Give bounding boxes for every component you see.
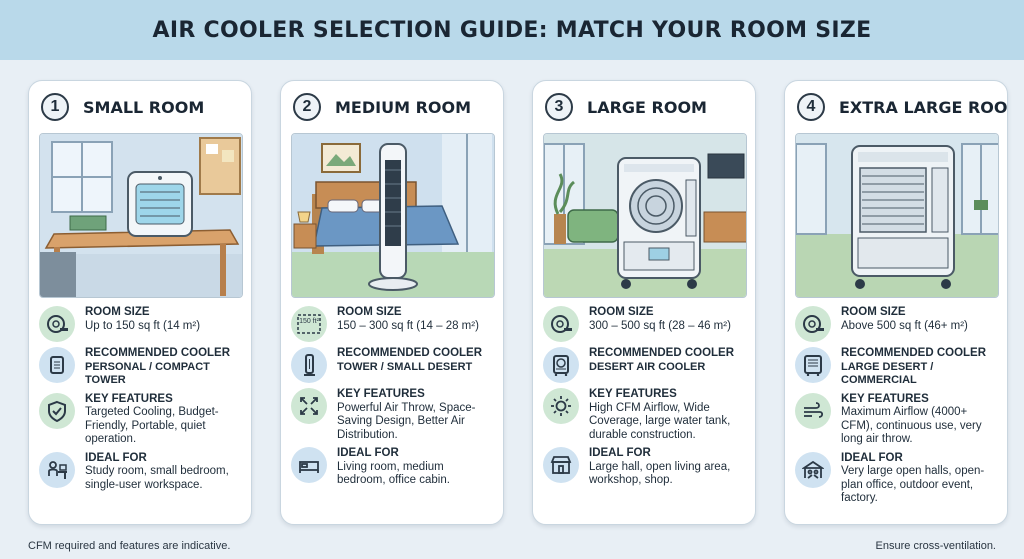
- ideal-value: Study room, small bedroom, single-user w…: [85, 465, 229, 491]
- card-medium-room: 2 MEDIUM ROOM: [280, 80, 504, 525]
- room-size-label: ROOM SIZE: [85, 306, 150, 318]
- ideal-label: IDEAL FOR: [337, 447, 399, 459]
- recommended-row: RECOMMENDED COOLER LARGE DESERT / COMMER…: [795, 347, 997, 388]
- shop-front-icon: [543, 447, 579, 483]
- features-label: KEY FEATURES: [337, 388, 425, 400]
- ideal-row: IDEAL FOR Living room, medium bedroom, o…: [291, 447, 493, 488]
- room-size-label: ROOM SIZE: [589, 306, 654, 318]
- sun-burst-icon: [543, 388, 579, 424]
- title-bar: AIR COOLER SELECTION GUIDE: MATCH YOUR R…: [0, 0, 1024, 60]
- features-row: KEY FEATURES Targeted Cooling, Budget-Fr…: [39, 392, 241, 447]
- recommended-value: PERSONAL / COMPACT TOWER: [85, 360, 210, 387]
- room-size-row: 150 ft² ROOM SIZE 150 – 300 sq ft (14 – …: [291, 306, 493, 342]
- card-number: 1: [41, 93, 69, 121]
- large-room-illustration: [543, 133, 747, 298]
- room-size-row: ROOM SIZE Up to 150 sq ft (14 m²): [39, 306, 241, 342]
- ideal-value: Living room, medium bedroom, office cabi…: [337, 460, 450, 487]
- room-size-value: 150 – 300 sq ft (14 – 28 m²): [337, 319, 479, 332]
- medium-room-illustration: [291, 133, 495, 298]
- recommended-value: LARGE DESERT / COMMERCIAL: [841, 360, 934, 387]
- features-value: Powerful Air Throw, Space-Saving Design,…: [337, 401, 476, 441]
- room-size-value: Above 500 sq ft (46+ m²): [841, 319, 968, 332]
- recommended-label: RECOMMENDED COOLER: [841, 347, 987, 359]
- recommended-value: DESERT AIR COOLER: [589, 360, 706, 373]
- recommended-label: RECOMMENDED COOLER: [337, 347, 483, 359]
- recommended-row: RECOMMENDED COOLER TOWER / SMALL DESERT: [291, 347, 493, 383]
- area-frame-icon: 150 ft²: [291, 306, 327, 342]
- features-label: KEY FEATURES: [85, 392, 173, 405]
- recommended-value: TOWER / SMALL DESERT: [337, 360, 473, 373]
- small-room-illustration: [39, 133, 243, 298]
- room-size-value: 300 – 500 sq ft (28 – 46 m²): [589, 319, 731, 332]
- card-small-room: 1 SMALL ROOM: [28, 80, 252, 525]
- room-size-label: ROOM SIZE: [841, 306, 906, 318]
- room-size-label: ROOM SIZE: [337, 306, 402, 318]
- desert-cooler-icon: [543, 347, 579, 383]
- ideal-row: IDEAL FOR Very large open halls, open-pl…: [795, 451, 997, 506]
- ideal-row: IDEAL FOR Study room, small bedroom, sin…: [39, 451, 241, 493]
- features-value: Targeted Cooling, Budget-Friendly, Porta…: [85, 406, 219, 445]
- recommended-label: RECOMMENDED COOLER: [589, 347, 735, 359]
- card-header: 2 MEDIUM ROOM: [281, 81, 503, 133]
- ideal-label: IDEAL FOR: [589, 447, 651, 459]
- features-row: KEY FEATURES High CFM Airflow, Wide Cove…: [543, 388, 745, 442]
- page-title: AIR COOLER SELECTION GUIDE: MATCH YOUR R…: [152, 17, 872, 43]
- cards-container: 1 SMALL ROOM: [28, 80, 1008, 525]
- tape-measure-icon: [543, 306, 579, 342]
- tape-measure-icon: [795, 306, 831, 342]
- expand-arrows-icon: [291, 388, 327, 424]
- compact-cooler-icon: [39, 347, 75, 383]
- extra-large-room-illustration: [795, 133, 999, 298]
- ideal-label: IDEAL FOR: [85, 451, 147, 464]
- recommended-row: RECOMMENDED COOLER DESERT AIR COOLER: [543, 347, 745, 383]
- card-title: LARGE ROOM: [587, 97, 707, 117]
- recommended-row: RECOMMENDED COOLER PERSONAL / COMPACT TO…: [39, 347, 241, 388]
- card-extra-large-room: 4 EXTRA LARGE ROOM: [784, 80, 1008, 525]
- card-number: 4: [797, 93, 825, 121]
- room-size-row: ROOM SIZE 300 – 500 sq ft (28 – 46 m²): [543, 306, 745, 342]
- room-size-value: Up to 150 sq ft (14 m²): [85, 319, 201, 332]
- ideal-value: Very large open halls, open-plan office,…: [841, 465, 985, 504]
- bed-icon: [291, 447, 327, 483]
- tower-cooler-icon: [291, 347, 327, 383]
- card-title: EXTRA LARGE ROOM: [839, 97, 1008, 117]
- shield-check-icon: [39, 392, 75, 429]
- card-header: 3 LARGE ROOM: [533, 81, 755, 133]
- card-large-room: 3 LARGE ROOM: [532, 80, 756, 525]
- footer-note: CFM required and features are indicative…: [28, 540, 231, 552]
- features-value: Maximum Airflow (4000+ CFM), continuous …: [841, 406, 982, 445]
- ideal-value: Large hall, open living area, workshop, …: [589, 460, 731, 487]
- card-header: 1 SMALL ROOM: [29, 81, 251, 133]
- footer-tip: Ensure cross-ventilation.: [875, 540, 996, 552]
- card-title: SMALL ROOM: [83, 97, 205, 117]
- recommended-label: RECOMMENDED COOLER: [85, 347, 231, 359]
- commercial-cooler-icon: [795, 347, 831, 383]
- features-label: KEY FEATURES: [841, 392, 929, 405]
- area-frame-number: 150 ft²: [299, 318, 320, 325]
- ideal-label: IDEAL FOR: [841, 451, 903, 464]
- event-tent-icon: [795, 451, 831, 488]
- features-label: KEY FEATURES: [589, 388, 677, 400]
- room-size-row: ROOM SIZE Above 500 sq ft (46+ m²): [795, 306, 997, 342]
- card-title: MEDIUM ROOM: [335, 97, 472, 117]
- card-header: 4 EXTRA LARGE ROOM: [785, 81, 1007, 133]
- tape-measure-icon: [39, 306, 75, 342]
- features-row: KEY FEATURES Maximum Airflow (4000+ CFM)…: [795, 392, 997, 447]
- features-row: KEY FEATURES Powerful Air Throw, Space-S…: [291, 388, 493, 442]
- ideal-row: IDEAL FOR Large hall, open living area, …: [543, 447, 745, 488]
- card-number: 2: [293, 93, 321, 121]
- features-value: High CFM Airflow, Wide Coverage, large w…: [589, 401, 731, 441]
- wind-icon: [795, 392, 831, 429]
- desk-user-icon: [39, 451, 75, 488]
- card-number: 3: [545, 93, 573, 121]
